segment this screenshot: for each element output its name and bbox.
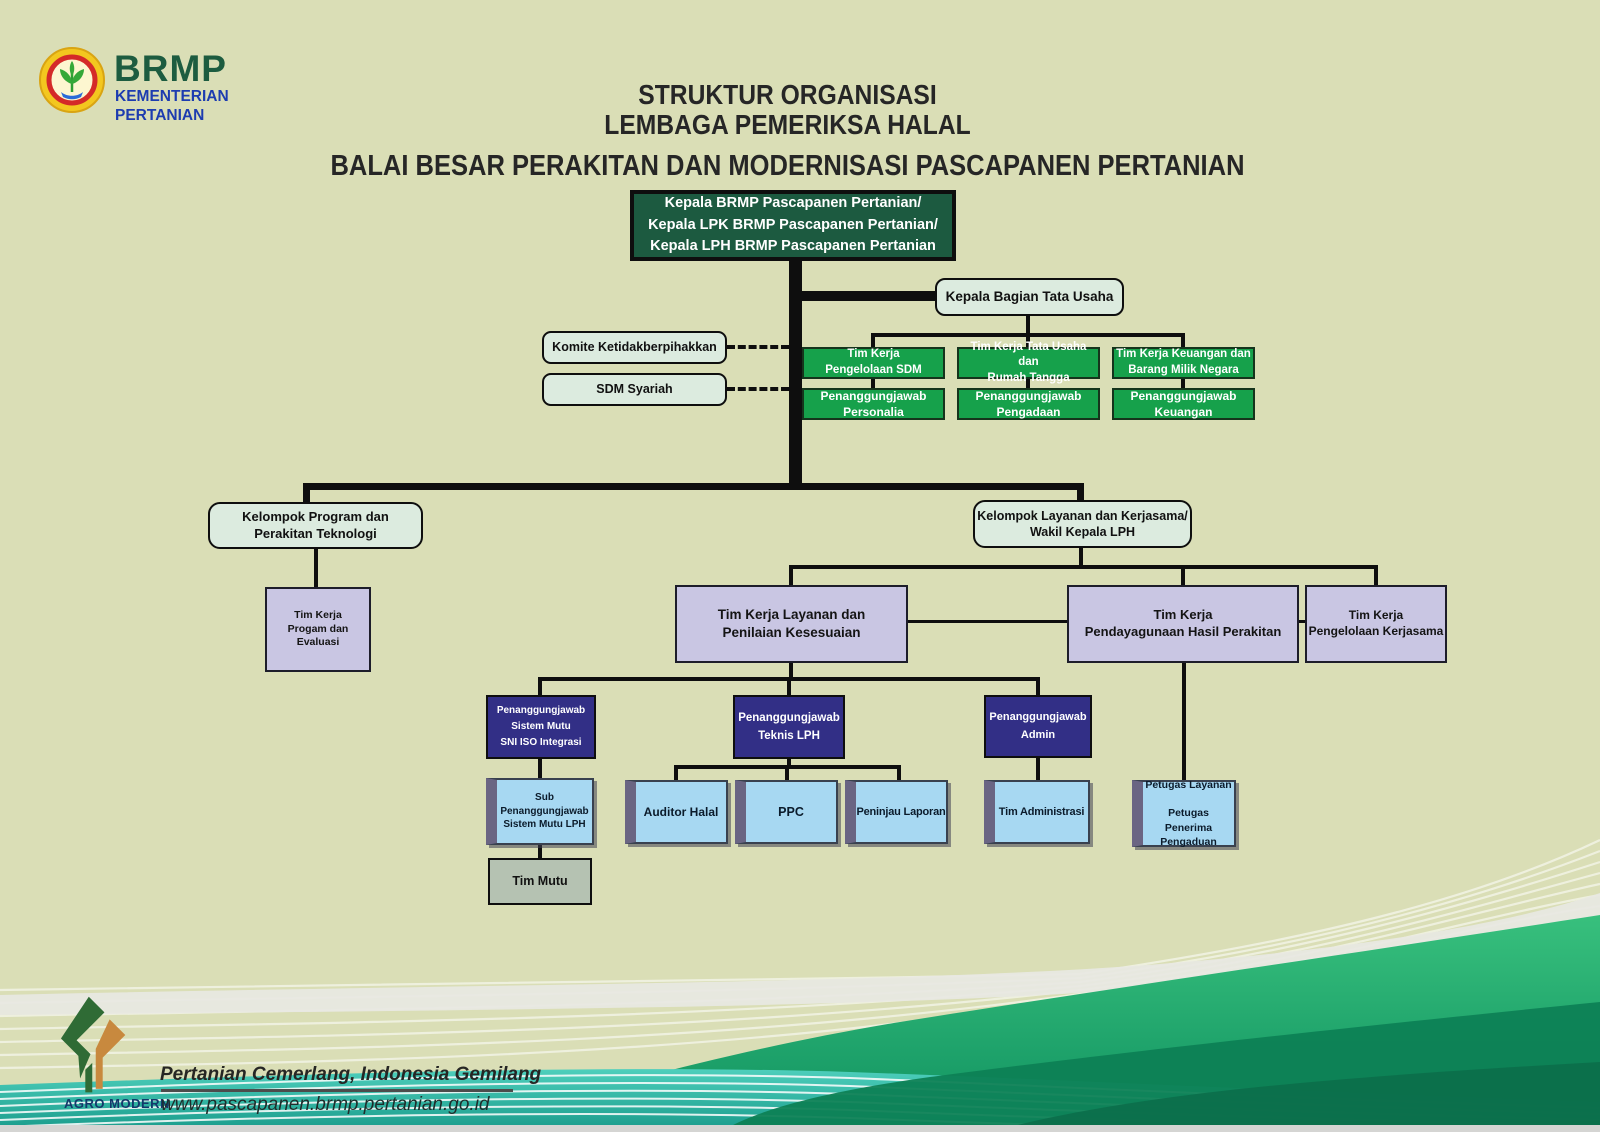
node-peninjau-laporan: Peninjau Laporan — [845, 780, 948, 844]
connector — [1036, 758, 1040, 780]
connector — [785, 768, 789, 780]
title-line3: BALAI BESAR PERAKITAN DAN MODERNISASI PA… — [330, 150, 1245, 182]
connector — [787, 680, 791, 695]
node-ppc: PPC — [735, 780, 838, 844]
node-tim-kerja-tata-usaha: Tim Kerja Tata Usaha dan Rumah Tangga — [957, 341, 1100, 384]
connector — [789, 568, 793, 585]
connector — [1036, 680, 1040, 695]
node-tim-kerja-keuangan: Tim Kerja Keuangan dan Barang Milik Nega… — [1112, 347, 1255, 379]
connector — [1181, 379, 1185, 388]
page-title: STRUKTUR ORGANISASI LEMBAGA PEMERIKSA HA… — [0, 80, 1575, 183]
connector — [538, 680, 542, 695]
node-petugas-layanan: Petugas Layanan Petugas Penerima Pengadu… — [1132, 779, 1236, 848]
connector — [787, 759, 791, 767]
title-line1: STRUKTUR ORGANISASI — [638, 79, 937, 110]
connector — [1181, 568, 1185, 585]
node-sub-pj-sistem-mutu: Sub Penanggungjawab Sistem Mutu LPH — [486, 778, 594, 845]
connector — [897, 768, 901, 780]
footer-divider — [161, 1089, 513, 1092]
brand-ministry: KEMENTERIAN PERTANIAN — [115, 88, 229, 125]
connector — [1026, 335, 1030, 347]
connector — [789, 663, 793, 679]
node-tim-mutu: Tim Mutu — [488, 858, 592, 905]
footer-waves-decoration — [0, 839, 1600, 1132]
connector — [314, 549, 318, 587]
node-tim-program-evaluasi: Tim Kerja Progam dan Evaluasi — [265, 587, 371, 672]
connector — [871, 379, 875, 388]
connector — [674, 765, 901, 769]
connector — [1182, 663, 1186, 780]
node-auditor-halal: Auditor Halal — [625, 780, 728, 844]
connector — [1079, 548, 1083, 566]
connector — [1026, 379, 1030, 388]
node-pj-personalia: Penanggungjawab Personalia — [802, 388, 945, 420]
node-komite-ketidakberpihakkan: Komite Ketidakberpihakkan — [542, 331, 727, 364]
agro-modern-label: AGRO MODERN — [64, 1096, 170, 1111]
node-tim-pengelolaan-kerjasama: Tim Kerja Pengelolaan Kerjasama — [1305, 585, 1447, 663]
brand-ministry-line2: PERTANIAN — [115, 106, 205, 124]
connector — [1181, 335, 1185, 347]
connector — [871, 335, 875, 347]
connector — [1026, 316, 1030, 335]
connector — [303, 483, 1084, 490]
connector — [789, 565, 1378, 569]
connector — [538, 845, 542, 858]
node-kelompok-program: Kelompok Program dan Perakitan Teknologi — [208, 502, 423, 549]
connector — [1299, 620, 1305, 623]
node-pj-admin: Penanggungjawab Admin — [984, 695, 1092, 758]
node-kepala-bagian-tata-usaha: Kepala Bagian Tata Usaha — [935, 278, 1124, 316]
footer-website-url: www.pascapanen.brmp.pertanian.go.id — [161, 1094, 490, 1115]
node-pj-keuangan: Penanggungjawab Keuangan — [1112, 388, 1255, 420]
node-tim-pendayagunaan: Tim Kerja Pendayagunaan Hasil Perakitan — [1067, 585, 1299, 663]
node-tim-administrasi: Tim Administrasi — [984, 780, 1090, 844]
agro-modern-logo-icon — [60, 996, 126, 1093]
connector — [674, 768, 678, 780]
connector — [1077, 483, 1084, 501]
node-pj-teknis-lph: Penanggungjawab Teknis LPH — [733, 695, 845, 759]
dashed-connector — [727, 345, 789, 349]
connector — [538, 677, 1040, 681]
brand-ministry-line1: KEMENTERIAN — [115, 88, 229, 105]
node-tim-kerja-pengelolaan-sdm: Tim Kerja Pengelolaan SDM — [802, 347, 945, 379]
connector — [908, 620, 1067, 623]
connector — [789, 259, 802, 489]
connector — [538, 759, 542, 778]
node-kelompok-layanan: Kelompok Layanan dan Kerjasama/ Wakil Ke… — [973, 500, 1192, 548]
connector — [800, 291, 935, 301]
connector — [303, 483, 310, 504]
dashed-connector — [727, 387, 789, 391]
node-pj-sistem-mutu: Penanggungjawab Sistem Mutu SNI ISO Inte… — [486, 695, 596, 759]
footer-tagline: Pertanian Cemerlang, Indonesia Gemilang — [160, 1064, 542, 1085]
kementerian-pertanian-logo-icon — [39, 47, 105, 113]
title-line2: LEMBAGA PEMERIKSA HALAL — [604, 109, 971, 140]
node-sdm-syariah: SDM Syariah — [542, 373, 727, 406]
brand-name: BRMP — [114, 48, 227, 89]
connector — [1374, 568, 1378, 585]
node-pj-pengadaan: Penanggungjawab Pengadaan — [957, 388, 1100, 420]
node-kepala-brmp: Kepala BRMP Pascapanen Pertanian/ Kepala… — [630, 190, 956, 261]
node-tim-layanan-penilaian: Tim Kerja Layanan dan Penilaian Kesesuai… — [675, 585, 908, 663]
